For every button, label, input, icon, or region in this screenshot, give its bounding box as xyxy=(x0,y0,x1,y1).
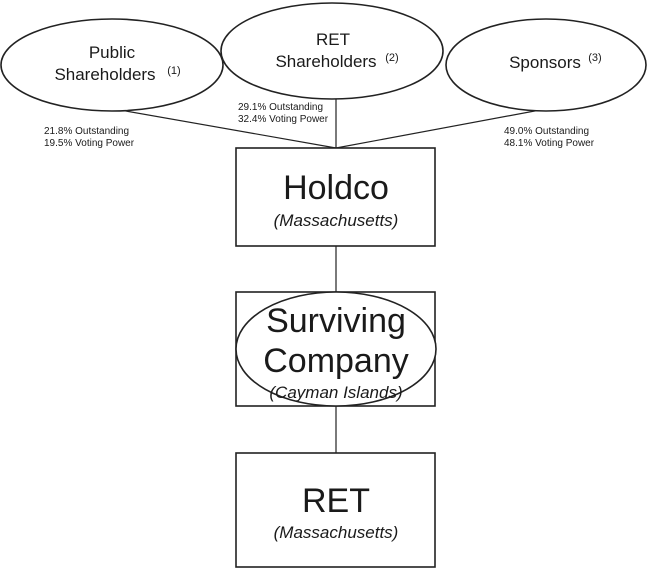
surviving-company-node: Surviving Company (Cayman Islands) xyxy=(235,291,437,407)
sponsors-voting-pct: 48.1% Voting Power xyxy=(504,138,595,149)
connector-public-to-holdco xyxy=(119,109,337,149)
public-shareholders-oval xyxy=(0,18,224,112)
ret-entity-node: RET (Massachusetts) xyxy=(235,452,436,568)
public-shareholders-line1: Public xyxy=(89,43,136,62)
sponsors-oval xyxy=(445,18,647,112)
ret-shareholders-line1: RET xyxy=(316,30,350,49)
ret-shareholders-footnote: (2) xyxy=(385,52,398,64)
holdco-name: Holdco xyxy=(283,169,389,207)
public-shareholders-footnote: (1) xyxy=(167,65,180,77)
ret-voting-pct: 32.4% Voting Power xyxy=(238,114,329,125)
public-outstanding-pct: 21.8% Outstanding xyxy=(44,126,129,137)
sponsors-footnote: (3) xyxy=(588,52,601,64)
public-shareholders-node: Public Shareholders (1) xyxy=(0,18,224,112)
surviving-company-oval xyxy=(235,291,437,407)
sponsors-node: Sponsors (3) xyxy=(445,18,647,112)
ret-shareholders-oval xyxy=(220,2,444,100)
holdco-node: Holdco (Massachusetts) xyxy=(235,147,436,247)
connector-sponsors-to-holdco xyxy=(335,109,541,149)
ret-outstanding-pct: 29.1% Outstanding xyxy=(238,102,323,113)
ret-shareholders-node: RET Shareholders (2) xyxy=(220,2,444,100)
ret-shareholders-line2: Shareholders xyxy=(275,52,376,71)
surviving-company-jurisdiction: (Cayman Islands) xyxy=(269,383,402,402)
public-voting-pct: 19.5% Voting Power xyxy=(44,138,135,149)
ret-entity-name: RET xyxy=(302,482,370,520)
ret-entity-jurisdiction: (Massachusetts) xyxy=(274,523,399,542)
holdco-jurisdiction: (Massachusetts) xyxy=(274,211,399,230)
sponsors-label: Sponsors xyxy=(509,53,581,72)
public-shareholders-line2: Shareholders xyxy=(54,65,155,84)
holdco-box xyxy=(235,147,436,247)
ret-entity-box xyxy=(235,452,436,568)
surviving-company-line2: Company xyxy=(263,342,409,380)
surviving-company-line1: Surviving xyxy=(266,302,406,340)
sponsors-outstanding-pct: 49.0% Outstanding xyxy=(504,126,589,137)
